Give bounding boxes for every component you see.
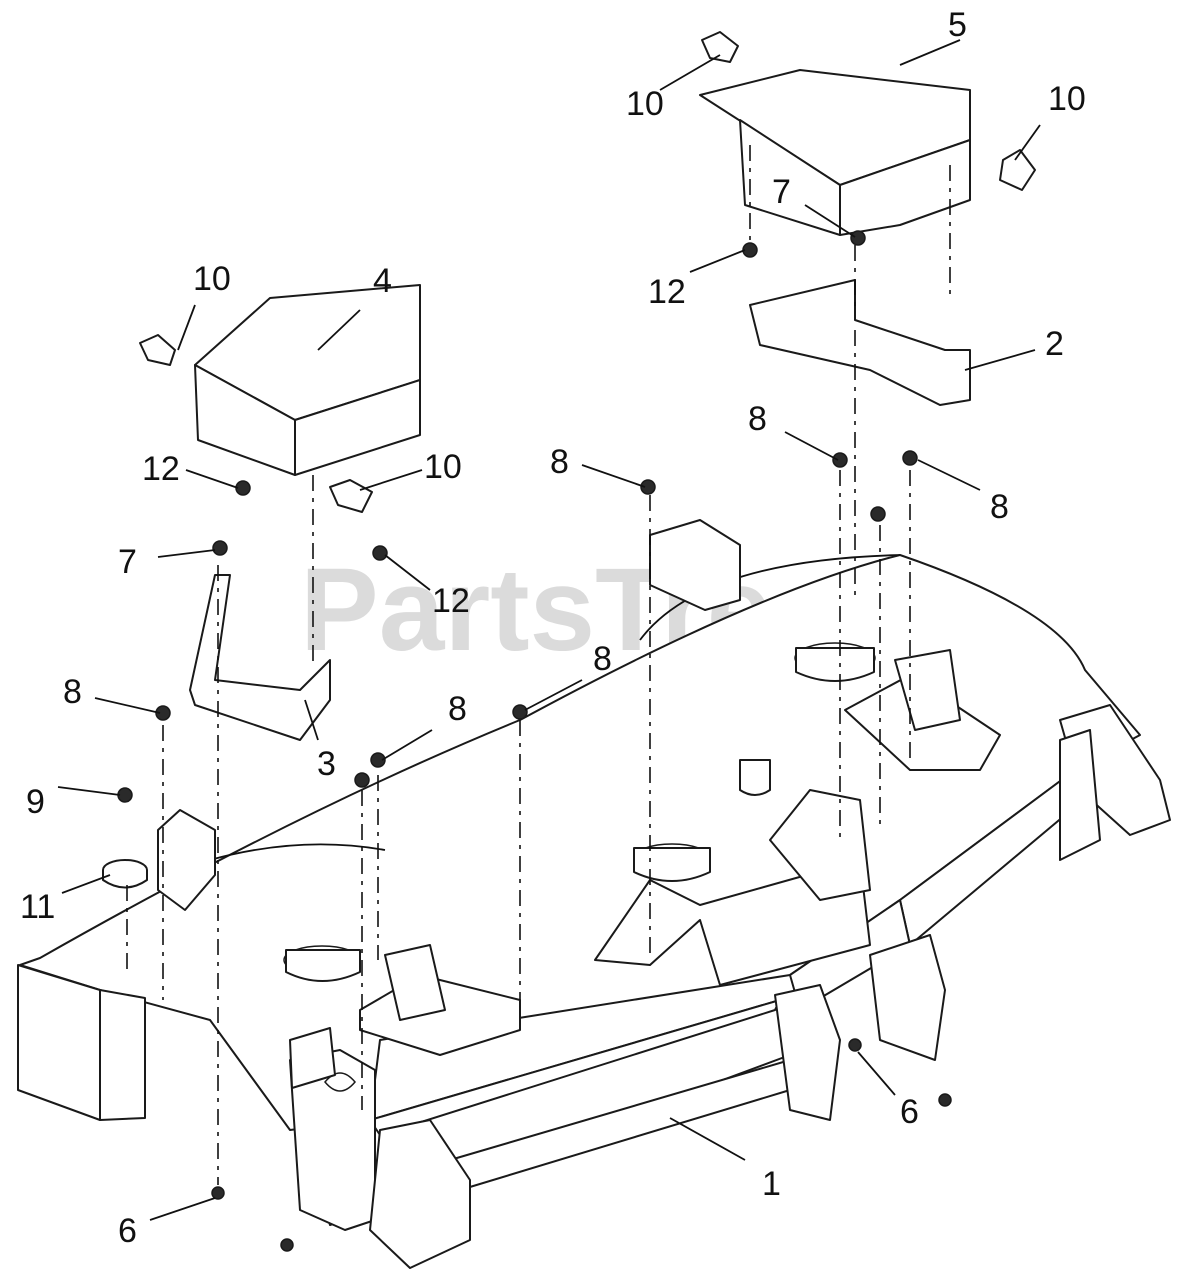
callout-11: 11 xyxy=(20,888,55,926)
bracket-2 xyxy=(749,279,971,406)
bracket-3 xyxy=(189,574,331,741)
rear-spacer-block xyxy=(649,519,741,611)
callout-6-left: 6 xyxy=(118,1212,137,1250)
callout-12-right: 12 xyxy=(648,273,686,311)
cover-4 xyxy=(194,284,421,476)
callout-12-left: 12 xyxy=(142,450,180,488)
callout-7-right: 7 xyxy=(772,173,791,211)
callout-10-top-right: 10 xyxy=(1048,80,1086,118)
deck-mounting-pads xyxy=(359,649,1001,1056)
callout-1: 1 xyxy=(762,1165,781,1203)
leader-lines xyxy=(57,39,1041,1221)
fasteners xyxy=(117,230,952,1252)
callout-10-top-left: 10 xyxy=(626,85,664,123)
callout-2: 2 xyxy=(1045,325,1064,363)
knob-parts xyxy=(139,31,1036,513)
callout-8-c: 8 xyxy=(990,488,1009,526)
callout-12-middle: 12 xyxy=(432,582,470,620)
assembly-axes xyxy=(126,145,951,1185)
callout-8-f: 8 xyxy=(63,673,82,711)
callout-7-left: 7 xyxy=(118,543,137,581)
callout-10-middle: 10 xyxy=(424,448,462,486)
callout-8-b: 8 xyxy=(748,400,767,438)
callout-10-left: 10 xyxy=(193,260,231,298)
callout-6-right: 6 xyxy=(900,1093,919,1131)
callout-8-e: 8 xyxy=(448,690,467,728)
callout-5: 5 xyxy=(948,6,967,44)
cover-5 xyxy=(699,69,971,236)
callout-8-d: 8 xyxy=(593,640,612,678)
mower-deck xyxy=(17,554,1171,1269)
callout-labels: 5 10 10 7 12 2 10 4 12 10 8 8 8 7 12 8 8… xyxy=(20,6,1086,1250)
callout-8-a: 8 xyxy=(550,443,569,481)
spindle-openings xyxy=(283,642,876,982)
rear-bracket-left xyxy=(102,809,216,911)
callout-4: 4 xyxy=(373,262,392,300)
callout-3: 3 xyxy=(317,745,336,783)
callout-9: 9 xyxy=(26,783,45,821)
